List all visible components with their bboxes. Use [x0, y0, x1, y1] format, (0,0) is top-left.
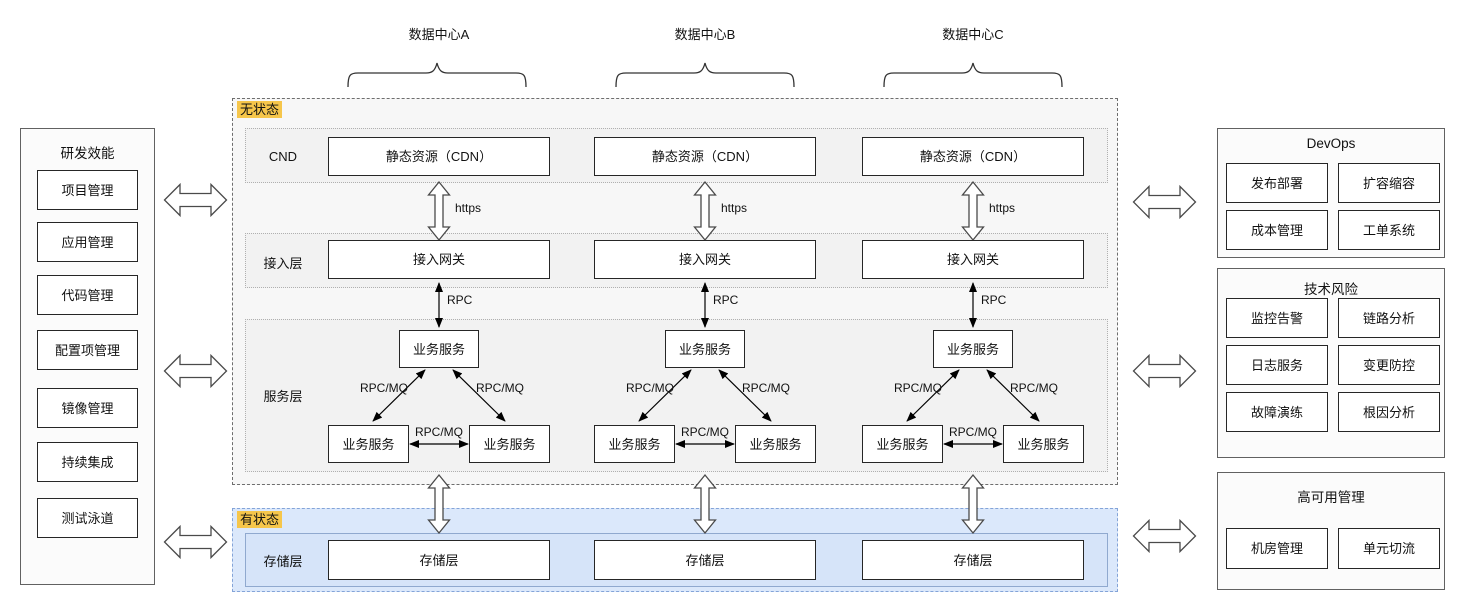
node-app-mgmt: 应用管理 [37, 222, 138, 262]
node-idc-mgmt: 机房管理 [1226, 528, 1328, 569]
service-node-b-left: 业务服务 [594, 425, 675, 463]
node-image-mgmt: 镜像管理 [37, 388, 138, 428]
datacenter-c-label: 数据中心C [942, 27, 1004, 42]
rd-efficiency-title: 研发效能 [60, 146, 115, 161]
node-unit-switch: 单元切流 [1338, 528, 1440, 569]
rpcmq-label-b-left: RPC/MQ [626, 381, 674, 395]
left-link-arrows [163, 183, 228, 559]
service-node-c-left: 业务服务 [862, 425, 943, 463]
storage-node-b: 存储层 [594, 540, 816, 580]
service-row-label: 服务层 [263, 389, 303, 404]
node-log-service: 日志服务 [1226, 345, 1328, 385]
datacenter-b-brace [615, 62, 795, 88]
rpcmq-label-a-mid: RPC/MQ [415, 425, 463, 439]
node-project-mgmt: 项目管理 [37, 170, 138, 210]
https-label-b: https [721, 201, 748, 215]
service-node-a-top: 业务服务 [399, 330, 479, 368]
node-code-mgmt: 代码管理 [37, 275, 138, 315]
rpcmq-label-c-mid: RPC/MQ [949, 425, 997, 439]
rpc-label-a: RPC [447, 293, 473, 307]
service-node-a-right: 业务服务 [469, 425, 550, 463]
datacenter-b-label: 数据中心B [674, 27, 736, 42]
node-config-mgmt: 配置项管理 [37, 330, 138, 370]
service-node-c-right: 业务服务 [1003, 425, 1084, 463]
cdn-node-c: 静态资源（CDN） [862, 137, 1084, 176]
stateless-tag: 无状态 [237, 101, 283, 118]
node-cost-mgmt: 成本管理 [1226, 210, 1328, 250]
tech-risk-title: 技术风险 [1304, 282, 1358, 297]
node-trace-analysis: 链路分析 [1338, 298, 1440, 338]
ha-mgmt-title: 高可用管理 [1297, 490, 1365, 505]
cdn-node-b: 静态资源（CDN） [594, 137, 816, 176]
rpcmq-label-c-right: RPC/MQ [1010, 381, 1058, 395]
rpcmq-label-b-mid: RPC/MQ [681, 425, 729, 439]
service-node-b-top: 业务服务 [665, 330, 745, 368]
node-change-control: 变更防控 [1338, 345, 1440, 385]
rpcmq-label-a-right: RPC/MQ [476, 381, 524, 395]
node-ticket-system: 工单系统 [1338, 210, 1440, 250]
https-label-a: https [455, 201, 482, 215]
datacenter-a-label: 数据中心A [408, 27, 470, 42]
gateway-node-b: 接入网关 [594, 240, 816, 279]
node-fault-drill: 故障演练 [1226, 392, 1328, 432]
rpcmq-label-c-left: RPC/MQ [894, 381, 942, 395]
node-ci: 持续集成 [37, 442, 138, 482]
rpc-label-c: RPC [981, 293, 1007, 307]
gateway-node-c: 接入网关 [862, 240, 1084, 279]
https-label-c: https [989, 201, 1016, 215]
cdn-node-a: 静态资源（CDN） [328, 137, 550, 176]
datacenter-a-brace [347, 62, 527, 88]
gateway-node-a: 接入网关 [328, 240, 550, 279]
devops-title: DevOps [1306, 136, 1356, 151]
node-test-lane: 测试泳道 [37, 498, 138, 538]
rpc-label-b: RPC [713, 293, 739, 307]
cdn-row-label: CND [268, 149, 298, 164]
service-node-a-left: 业务服务 [328, 425, 409, 463]
rpcmq-label-a-left: RPC/MQ [360, 381, 408, 395]
storage-node-a: 存储层 [328, 540, 550, 580]
right-link-arrows [1132, 185, 1197, 553]
storage-row-label: 存储层 [263, 554, 303, 569]
datacenter-c-brace [883, 62, 1063, 88]
rpcmq-label-b-right: RPC/MQ [742, 381, 790, 395]
node-root-cause: 根因分析 [1338, 392, 1440, 432]
node-release-deploy: 发布部署 [1226, 163, 1328, 203]
service-node-c-top: 业务服务 [933, 330, 1013, 368]
storage-node-c: 存储层 [862, 540, 1084, 580]
node-scaling: 扩容缩容 [1338, 163, 1440, 203]
access-row-label: 接入层 [263, 256, 303, 271]
service-node-b-right: 业务服务 [735, 425, 816, 463]
node-monitor-alert: 监控告警 [1226, 298, 1328, 338]
stateful-tag: 有状态 [237, 511, 283, 528]
